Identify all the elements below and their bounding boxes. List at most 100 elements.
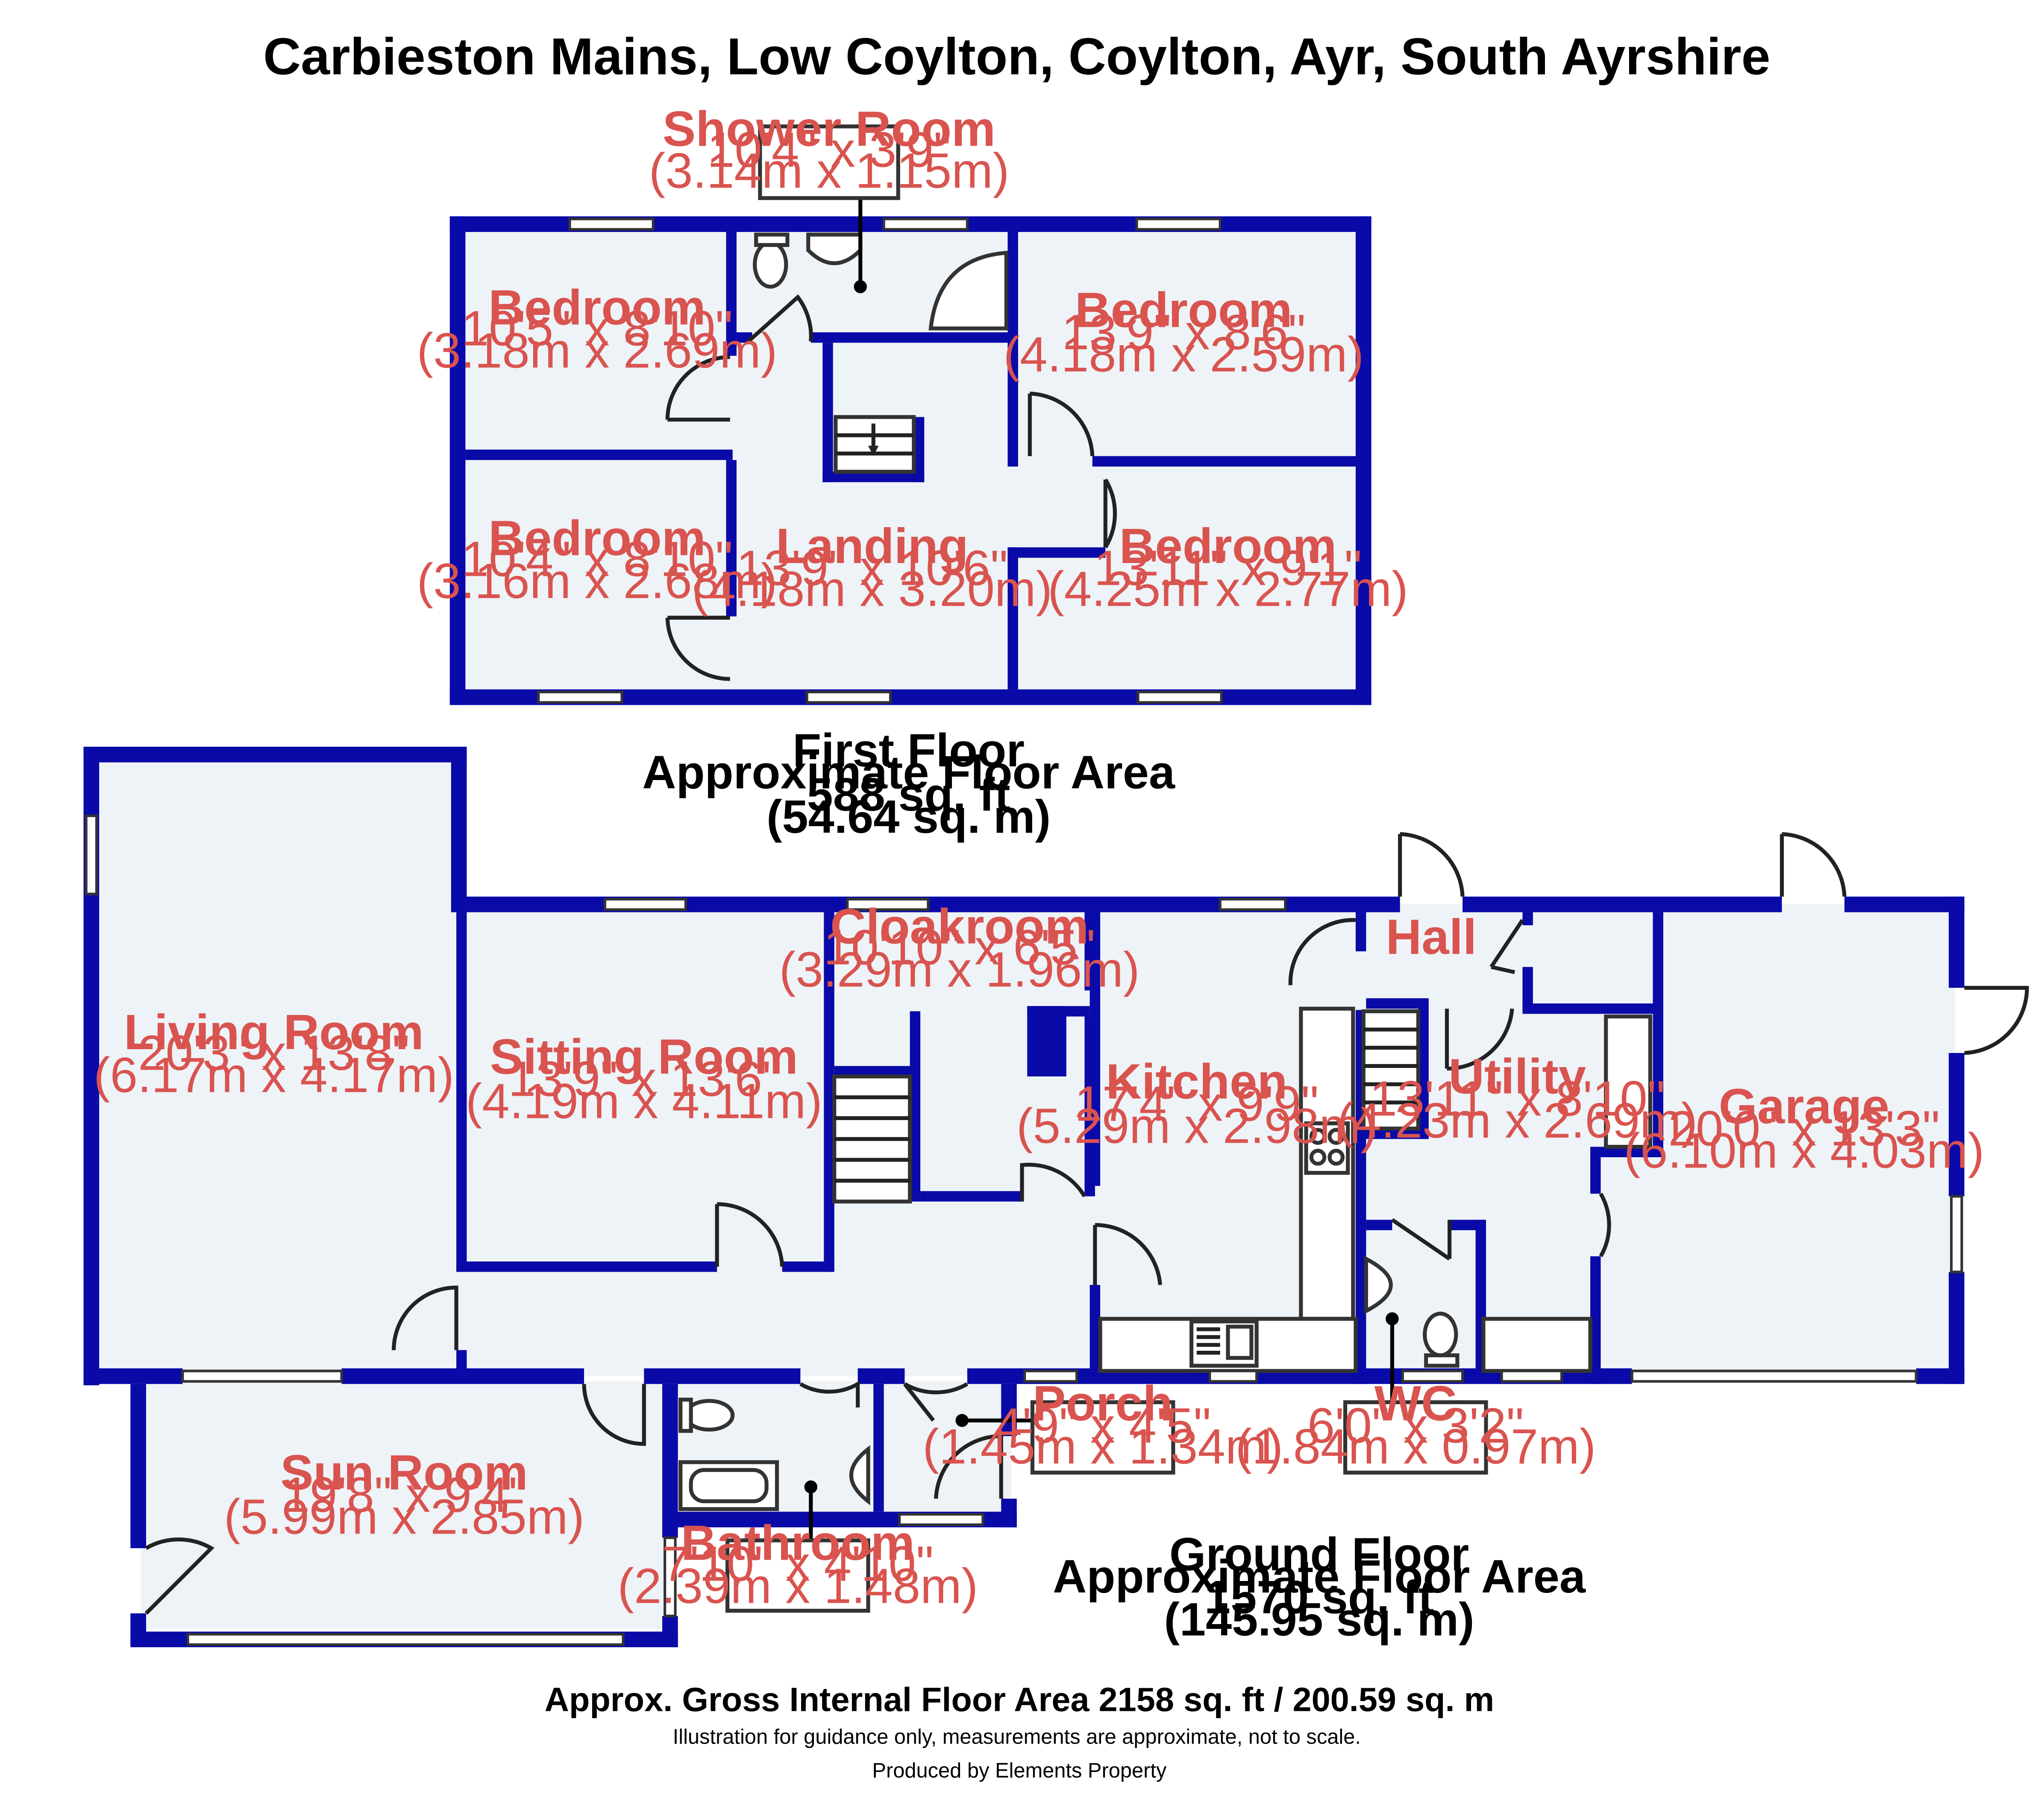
room-metric: (3.18m x 2.69m) <box>417 323 778 378</box>
room-name: Cloakroom <box>830 899 1089 954</box>
window <box>1219 898 1287 911</box>
room-imperial: 17'4" x 9'9" <box>1075 1076 1319 1132</box>
room-metric: (4.18m x 3.20m) <box>692 561 1052 617</box>
kitchen-label: Kitchen 17'4" x 9'9" (5.29m x 2.98m) <box>1016 1054 1377 1154</box>
ground-floor-label: Ground Floor <box>1169 1528 1469 1581</box>
first-floor-caption: Approximate Floor Area <box>642 747 1175 799</box>
window <box>1500 1370 1563 1383</box>
wc-name: WC <box>1374 1376 1457 1431</box>
window <box>1023 1370 1078 1383</box>
page-title: Carbieston Mains, Low Coylton, Coylton, … <box>263 27 1770 85</box>
ground-floor-plan: Living Room 20'3" x 13'8" (6.17m x 4.17m… <box>83 747 2029 1648</box>
room-metric: (3.29m x 1.96m) <box>779 942 1140 997</box>
porch-imperial: 4'9" x 4'5" <box>995 1398 1211 1453</box>
window <box>186 1633 625 1646</box>
room-name: Landing <box>776 518 969 574</box>
window <box>1208 1370 1258 1383</box>
window <box>568 217 655 231</box>
porch-metric: (1.45m x 1.34m) <box>922 1419 1283 1474</box>
shower-room-imperial: 10'4" x 3'9" <box>707 122 951 177</box>
wc-fixtures <box>1364 1255 1460 1368</box>
window <box>181 1370 343 1383</box>
room-metric: (5.99m x 2.85m) <box>224 1489 584 1545</box>
garage-label: Garage 20'0" x 13'3" (6.10m x 4.03m) <box>1624 1079 1984 1179</box>
first-floor-label: First Floor <box>793 725 1025 777</box>
bathroom-metric: (2.39m x 1.48m) <box>617 1558 978 1613</box>
first-floor-plan: Shower Room 10'4" x 3'9" (3.14m x 1.15m)… <box>417 101 1408 705</box>
room-metric: (4.19m x 4.11m) <box>466 1073 822 1129</box>
window <box>603 898 687 911</box>
bedroom-3-label: Bedroom 10'4" x 8'10" (3.16m x 2.68m) <box>417 510 778 609</box>
bathroom-imperial: 7'10" x 4'10" <box>662 1536 934 1591</box>
window <box>898 1513 984 1526</box>
window <box>882 217 969 231</box>
ground-floor-area: Ground Floor Approximate Floor Area 1570… <box>1053 1528 1586 1646</box>
ground-floor-sqm: (145.95 sq. m) <box>1164 1594 1474 1646</box>
bedroom-4-label: Bedroom 13'11" x 9'1" (4.25m x 2.77m) <box>1048 518 1408 617</box>
room-name: Bedroom <box>488 280 706 335</box>
room-name: Bedroom <box>1119 518 1337 574</box>
room-name: Utility <box>1448 1048 1586 1104</box>
room-imperial: 20'3" x 13'8" <box>138 1025 410 1081</box>
room-name: Living Room <box>124 1004 424 1060</box>
sitting-room-label: Sitting Room 13'9" x 13'6" (4.19m x 4.11… <box>466 1029 822 1129</box>
window <box>1137 690 1223 704</box>
ground-floor-sqft: 1570 sq. ft <box>1204 1572 1434 1624</box>
window <box>1950 1195 1963 1273</box>
porch-callout <box>1030 1400 1175 1475</box>
room-metric: (4.25m x 2.77m) <box>1048 561 1408 617</box>
room-imperial: 13'11" x 9'1" <box>1094 540 1362 596</box>
room-imperial: 10'5" x 8'10" <box>461 300 733 356</box>
window <box>664 1536 677 1617</box>
window <box>846 898 930 911</box>
first-floor-sqm: (54.64 sq. m) <box>766 791 1051 843</box>
room-name: Kitchen <box>1106 1054 1287 1109</box>
hall-label: Hall <box>1386 909 1477 965</box>
window <box>805 690 892 704</box>
ground-floor-caption: Approximate Floor Area <box>1053 1551 1586 1603</box>
window <box>85 814 98 895</box>
room-metric: (6.17m x 4.17m) <box>94 1047 454 1103</box>
disclaimer-text: Illustration for guidance only, measurem… <box>673 1725 1361 1748</box>
window <box>1401 1370 1464 1383</box>
cloakroom-label: Cloakroom 10'10" x 6'5" (3.29m x 1.96m) <box>779 899 1140 997</box>
bedroom-2-label: Bedroom 13'9" x 8'6" (4.18m x 2.59m) <box>1003 282 1364 382</box>
room-name: Bedroom <box>488 510 706 566</box>
room-imperial: 13'9" x 8'6" <box>1062 305 1306 360</box>
room-name: Sun Room <box>280 1445 528 1500</box>
room-metric: (6.10m x 4.03m) <box>1624 1123 1984 1178</box>
utility-label: Utility 13'11" x 8'10" (4.23m x 2.69m) <box>1337 1048 1697 1148</box>
living-room-label: Living Room 20'3" x 13'8" (6.17m x 4.17m… <box>94 1004 454 1103</box>
landing-label: Landing 13'9" x 10'6" (4.18m x 3.20m) <box>692 518 1052 617</box>
bathroom-name: Bathroom <box>681 1515 915 1571</box>
room-imperial: 20'0" x 13'3" <box>1668 1101 1940 1156</box>
room-metric: (3.16m x 2.68m) <box>417 553 778 609</box>
shower-room-callout <box>758 124 900 200</box>
shower-room-fixtures <box>753 232 1008 331</box>
first-floor-area: First Floor Approximate Floor Area 588 s… <box>642 725 1175 843</box>
gross-area-text: Approx. Gross Internal Floor Area 2158 s… <box>545 1681 1495 1719</box>
room-imperial: 13'11" x 8'10" <box>1369 1071 1665 1126</box>
room-imperial: 13'9" x 13'6" <box>508 1051 780 1107</box>
wc-imperial: 6'0" x 3'2" <box>1307 1398 1524 1453</box>
shower-room-metric: (3.14m x 1.15m) <box>649 143 1010 198</box>
window <box>1630 1370 1918 1383</box>
sun-room-label: Sun Room 19'8" x 9'4" (5.99m x 2.85m) <box>224 1445 584 1545</box>
window <box>1135 217 1222 231</box>
room-name: Sitting Room <box>490 1029 798 1085</box>
room-metric: (4.18m x 2.59m) <box>1003 326 1364 382</box>
ground-floor-stairs <box>832 1009 1420 1204</box>
producer-text: Produced by Elements Property <box>872 1759 1167 1782</box>
first-floor-sqft: 588 sq. ft <box>807 769 1010 821</box>
room-metric: (4.23m x 2.69m) <box>1337 1093 1697 1148</box>
porch-name: Porch <box>1033 1376 1173 1431</box>
bathroom-callout <box>725 1538 870 1613</box>
room-name: Hall <box>1386 909 1477 965</box>
wc-metric: (1.84m x 0.97m) <box>1235 1419 1596 1474</box>
shower-room-name: Shower Room <box>663 101 996 157</box>
window <box>537 690 623 704</box>
first-floor-stairs <box>834 415 916 474</box>
bathroom-fixtures <box>678 1397 870 1511</box>
room-name: Garage <box>1719 1079 1889 1134</box>
